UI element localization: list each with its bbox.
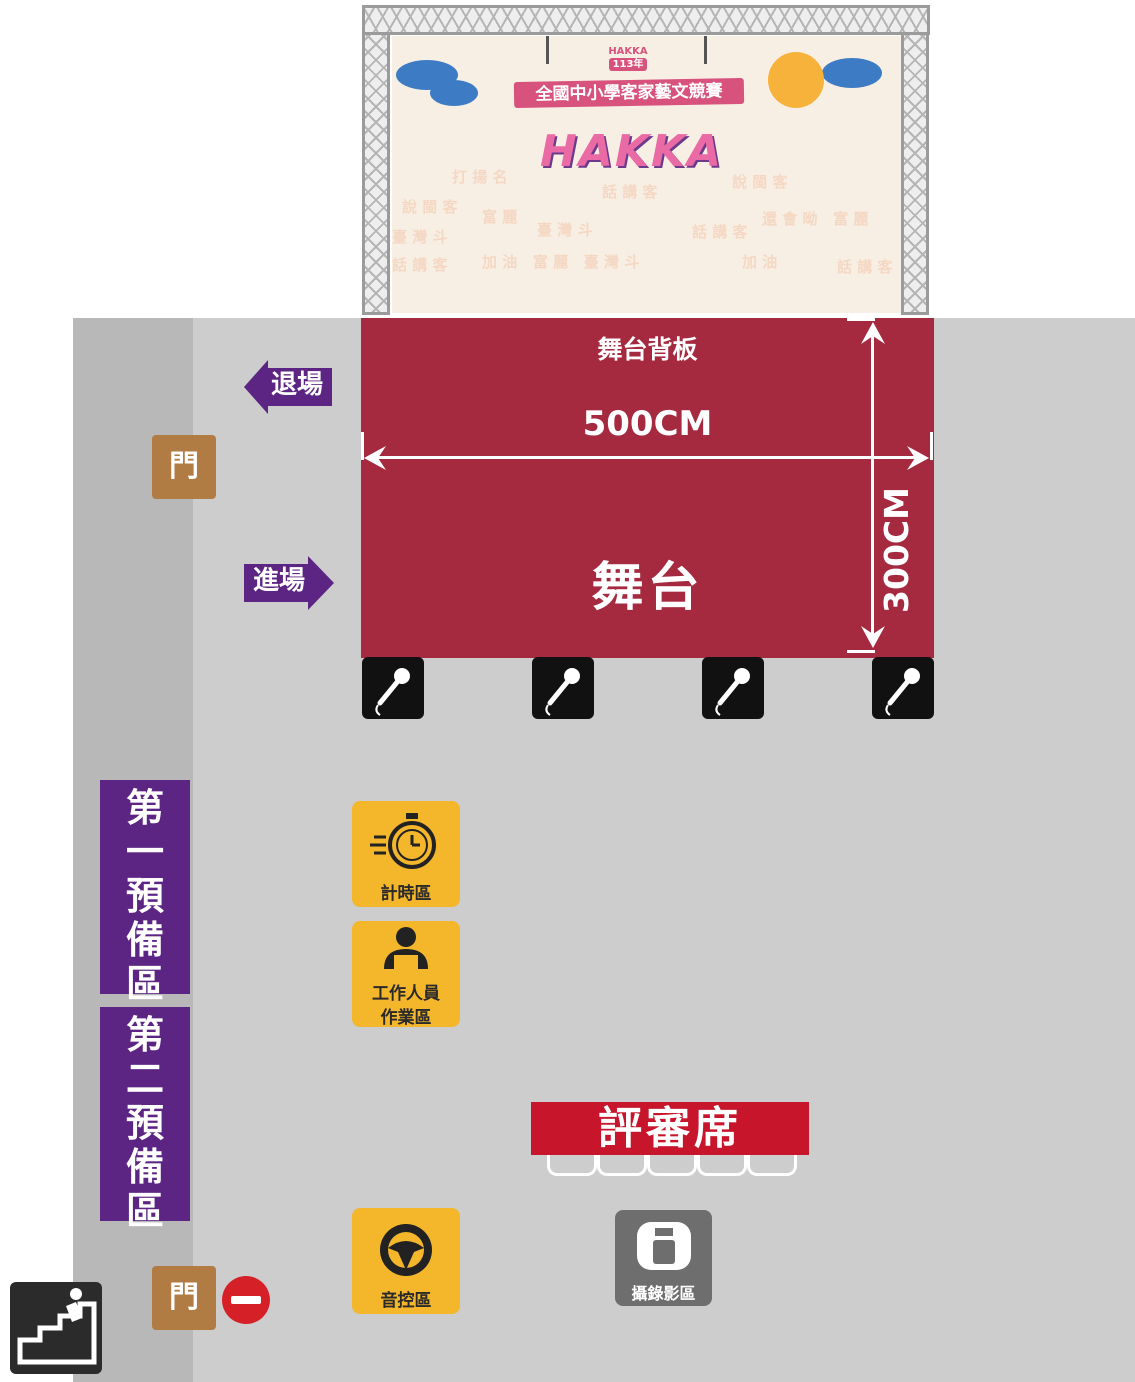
- banner-logo-big: HAKKA: [540, 126, 724, 177]
- judge-table: 評審席: [531, 1102, 809, 1155]
- stage-width-label: 500CM: [582, 404, 713, 444]
- prep-area-1-char: 區: [125, 962, 164, 1006]
- banner-bg-text: 話 講 客: [837, 258, 893, 276]
- sound-control-label: 音控區: [380, 1291, 432, 1311]
- prep-area-2-char: 區: [125, 1189, 164, 1233]
- prep-area-2-char: 第: [125, 1013, 164, 1057]
- timing-area-label: 計時區: [380, 884, 432, 904]
- prep-area-1-char: 預: [125, 874, 164, 918]
- dimension-tick: [361, 432, 364, 460]
- truss-left: [362, 5, 390, 315]
- staff-area-label-line2: 作業區: [380, 1008, 432, 1028]
- banner-hanger: [546, 36, 549, 64]
- no-entry-icon: [222, 1276, 270, 1324]
- exit-label: 退場: [270, 370, 323, 400]
- banner-hanger: [704, 36, 707, 64]
- banner-bg-text: 臺 灣 斗: [537, 221, 593, 239]
- arrow-right-icon: [907, 446, 929, 470]
- prep-area-2-char: 預: [125, 1101, 164, 1145]
- banner-logo-text: HAKKA: [608, 46, 648, 57]
- banner-bg-text: 加 油: [742, 253, 778, 271]
- banner-logo-small: HAKKA 113年: [592, 46, 664, 76]
- banner-bg-text: 話 講 客: [392, 256, 448, 274]
- stopwatch-icon: [370, 813, 436, 869]
- judge-seat: [547, 1155, 597, 1176]
- truss-top: [362, 5, 930, 35]
- judge-seat: [597, 1155, 647, 1176]
- door-bottom: 門: [152, 1266, 216, 1330]
- sun-icon: [768, 52, 824, 108]
- stage-name: 舞台: [591, 558, 704, 618]
- door-top: 門: [152, 435, 216, 499]
- stage-banner: 打 揚 名 話 講 客 說 閩 客 說 閩 客 富 麗 臺 灣 斗 話 講 客 …: [392, 36, 902, 313]
- stage: [361, 318, 934, 658]
- depth-dimension-line: [871, 328, 874, 642]
- banner-bg-text: 打 揚 名: [452, 168, 508, 186]
- banner-title: 全國中小學客家藝文競賽: [513, 77, 745, 109]
- microphone-icon: [872, 657, 934, 719]
- dimension-tick: [847, 650, 875, 653]
- staff-area-label-line1: 工作人員: [372, 984, 440, 1004]
- banner-bg-text: 富 麗: [482, 208, 518, 226]
- banner-bg-text: 說 閩 客: [732, 173, 788, 191]
- prep-area-1-char: 第: [125, 786, 164, 830]
- banner-bg-text: 話 講 客: [692, 223, 748, 241]
- dimension-tick: [847, 318, 875, 321]
- stairs-icon: [10, 1282, 102, 1374]
- arrow-left-icon: [364, 446, 386, 470]
- microphone-icon: [702, 657, 764, 719]
- exit-arrow: [244, 360, 332, 414]
- cloud-icon: [430, 80, 478, 106]
- staff-laptop-icon: [384, 927, 428, 969]
- arrow-down-icon: [861, 626, 885, 648]
- cloud-icon: [822, 58, 882, 88]
- entry-label: 進場: [252, 566, 305, 596]
- entry-arrow: [244, 556, 334, 610]
- timing-area: 計時區: [352, 801, 460, 907]
- recording-area: 攝錄影區: [615, 1210, 712, 1306]
- prep-area-1-char: 備: [125, 918, 164, 962]
- banner-bg-text: 還 會 呦 富 麗: [762, 210, 869, 228]
- mixer-knob-icon: [380, 1224, 432, 1276]
- prep-area-2-char: 二: [125, 1057, 164, 1101]
- banner-year: 113年: [608, 58, 648, 71]
- width-dimension-line: [374, 456, 920, 459]
- recording-label: 攝錄影區: [631, 1284, 696, 1303]
- judge-seat: [697, 1155, 747, 1176]
- truss-right: [901, 5, 929, 315]
- prep-area-1: 第 一 預 備 區: [100, 780, 190, 1006]
- staff-area: 工作人員 作業區: [352, 921, 460, 1028]
- dimension-tick: [930, 432, 933, 460]
- microphone-icon: [362, 657, 424, 719]
- prep-area-2: 第 二 預 備 區: [100, 1007, 190, 1233]
- prep-area-1-char: 一: [125, 830, 164, 874]
- judge-seat: [747, 1155, 797, 1176]
- judge-seat: [647, 1155, 697, 1176]
- banner-bg-text: 話 講 客: [602, 183, 658, 201]
- banner-bg-text: 臺 灣 斗: [392, 228, 448, 246]
- prep-area-2-char: 備: [125, 1145, 164, 1189]
- microphone-icon: [532, 657, 594, 719]
- stage-backdrop-label: 舞台背板: [597, 335, 698, 364]
- banner-bg-text: 說 閩 客: [402, 198, 458, 216]
- banner-bg-text: 加 油 富 麗 臺 灣 斗: [482, 253, 640, 271]
- camera-icon: [637, 1222, 691, 1270]
- sound-control-area: 音控區: [352, 1208, 460, 1314]
- arrow-up-icon: [861, 322, 885, 344]
